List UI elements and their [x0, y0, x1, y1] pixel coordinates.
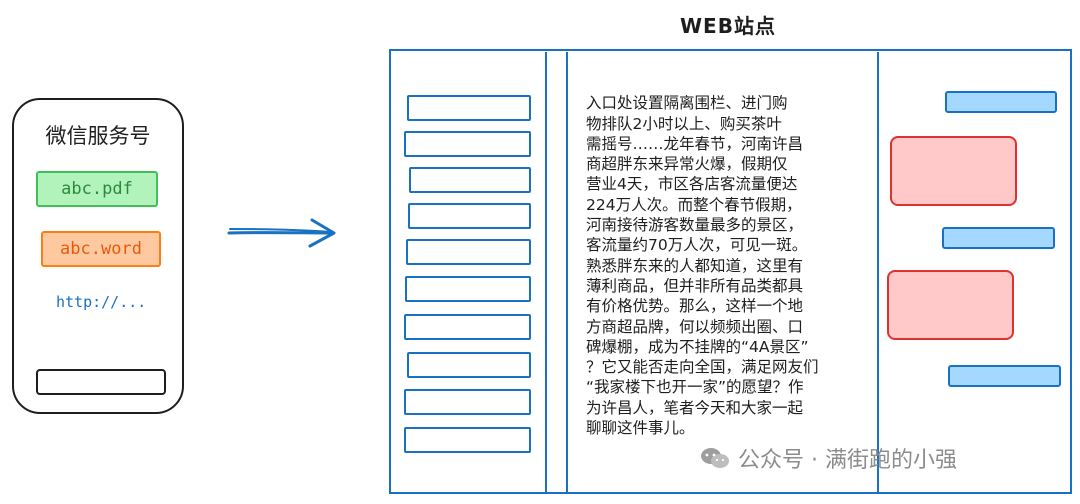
- nav-item-box: [409, 167, 531, 193]
- article-line: 碑爆棚，成为不挂牌的“4A景区”: [586, 337, 809, 356]
- article-line: ？它又能否走向全国，满足网友们: [586, 358, 819, 377]
- watermark-text: 公众号 · 满街跑的小强: [738, 448, 957, 473]
- phone-title: 微信服务号: [45, 124, 151, 148]
- nav-item-box: [404, 389, 531, 415]
- article-line: “我家楼下也开一家”的愿望？作: [586, 378, 804, 397]
- ad-banner-blue: [942, 227, 1055, 249]
- nav-item-box: [404, 427, 531, 453]
- article-line: 薄利商品，但并非所有品类都具: [586, 276, 804, 295]
- article-line: 聊聊这件事儿。: [586, 419, 695, 438]
- left-nav-column: [392, 52, 547, 492]
- link-text: http://...: [56, 293, 147, 311]
- nav-item-box: [407, 352, 531, 378]
- ad-banner-blue: [945, 91, 1057, 113]
- nav-item-box: [404, 131, 531, 157]
- article-line: 熟悉胖东来的人都知道，这里有: [586, 256, 804, 275]
- nav-item-box: [407, 95, 531, 121]
- article-text: 入口处设置隔离围栏、进门购物排队2小时以上、购买茶叶需摇号……龙年春节，河南许昌…: [586, 73, 868, 459]
- article-line: 方商超品牌，何以频频出圈、口: [586, 317, 804, 336]
- ad-block-red: [887, 270, 1014, 340]
- web-site-frame: [389, 49, 1072, 494]
- article-line: 需摇号……龙年春节，河南许昌: [586, 134, 804, 153]
- article-line: 有价格优势。那么，这样一个地: [586, 297, 804, 316]
- article-line: 营业4天，市区各店客流量便达: [586, 175, 798, 194]
- phone-input-box: [36, 369, 166, 395]
- nav-item-box: [406, 239, 531, 265]
- article-line: 物排队2小时以上、购买茶叶: [586, 114, 782, 133]
- watermark: 公众号 · 满街跑的小强: [700, 442, 957, 474]
- pdf-file-chip: abc.pdf: [36, 171, 158, 207]
- ad-block-red: [890, 136, 1017, 206]
- article-line: 224万人次。而整个春节假期，: [586, 195, 802, 214]
- article-column: [566, 52, 879, 492]
- article-line: 为许昌人，笔者今天和大家一起: [586, 398, 804, 417]
- wechat-service-account-phone: 微信服务号 abc.pdf abc.word http://...: [12, 98, 184, 414]
- nav-item-box: [404, 314, 531, 340]
- nav-item-box: [408, 203, 531, 229]
- ad-banner-blue: [948, 365, 1061, 387]
- web-site-title: WEB站点: [680, 14, 776, 38]
- article-line: 河南接待游客数量最多的景区，: [586, 216, 804, 235]
- word-file-chip: abc.word: [41, 231, 161, 267]
- article-line: 客流量约70万人次，可见一斑。: [586, 236, 808, 255]
- article-line: 入口处设置隔离围栏、进门购: [586, 94, 788, 113]
- article-line: 商超胖东来异常火爆，假期仅: [586, 155, 788, 174]
- nav-item-box: [405, 276, 531, 302]
- wechat-icon: [701, 448, 729, 468]
- arrow-right-icon: [227, 218, 336, 248]
